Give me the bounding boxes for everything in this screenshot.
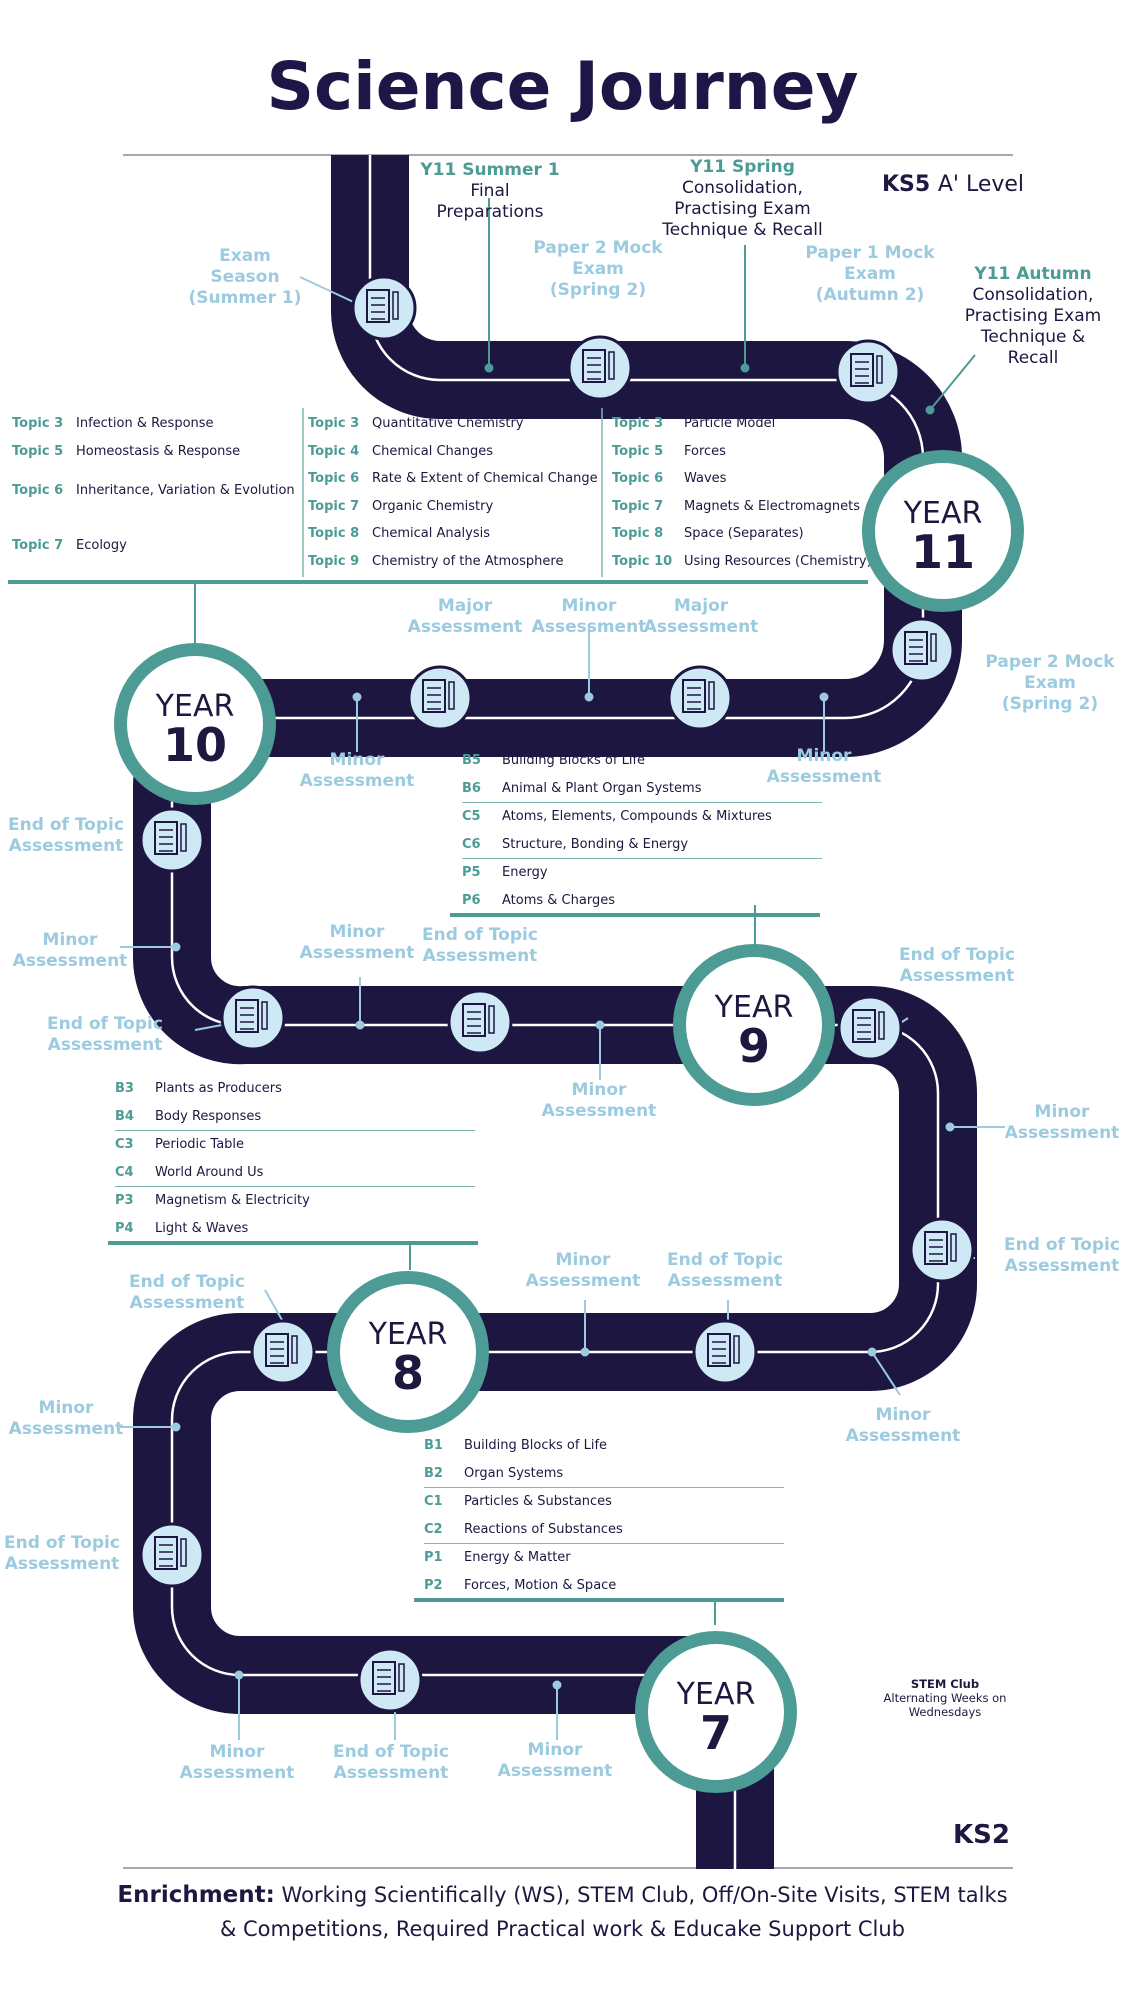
enrichment-footer: Enrichment: Working Scientifically (WS),…: [117, 1882, 1008, 1941]
y11-spring-callout: Y11 Spring Consolidation, Practising Exa…: [662, 157, 823, 240]
exam-checklist-icon: [220, 985, 286, 1051]
exam-checklist-icon: [407, 665, 473, 731]
page-title: Science Journey: [266, 48, 859, 125]
road-centre-line: [170, 155, 940, 1869]
exam-checklist-icon: [835, 339, 901, 405]
exam-checklist-icon: [139, 1522, 205, 1588]
exam-checklist-icon: [139, 807, 205, 873]
y11-autumn-callout: Y11 Autumn Consolidation, Practising Exa…: [964, 264, 1102, 368]
exam-checklist-icon: [837, 995, 903, 1061]
exam-checklist-icon: [447, 989, 513, 1055]
exam-checklist-icon: [250, 1319, 316, 1385]
exam-checklist-icon: [357, 1647, 423, 1713]
exam-checklist-icon: [667, 665, 733, 731]
ks2-label: KS2: [953, 1820, 1010, 1850]
exam-checklist-icon: [567, 335, 633, 401]
exam-checklist-icon: [889, 617, 955, 683]
stem-club-note: STEM Club Alternating Weeks on Wednesday…: [883, 1677, 1007, 1719]
y11-summer-callout: Y11 Summer 1 Final Preparations: [420, 160, 560, 222]
exam-checklist-icon: [909, 1217, 975, 1283]
callout-lines: [194, 198, 976, 1625]
exam-checklist-icon: [692, 1319, 758, 1385]
ks5-label: KS5 A' Level: [882, 172, 1025, 197]
exam-checklist-icon: [351, 275, 417, 341]
